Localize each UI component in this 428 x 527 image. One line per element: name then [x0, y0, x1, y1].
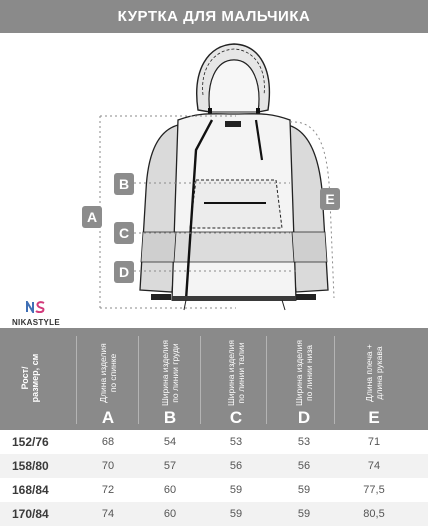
marker-d: D: [119, 264, 129, 280]
sleeve-stripe-left: [140, 231, 177, 263]
column-divider: [200, 336, 201, 424]
marker-a-box: [82, 206, 102, 228]
table-row: 168/84 72 60 59 59 77,5: [0, 478, 428, 502]
value-a: 74: [101, 508, 115, 520]
value-c: 53: [229, 436, 243, 448]
logo-mark-icon: [26, 298, 45, 316]
left-cuff: [151, 294, 171, 300]
value-d: 59: [297, 484, 311, 496]
size-column-header: Рост/ размер, см: [20, 353, 40, 403]
column-header-d-letter: D: [297, 408, 311, 427]
side-zipper: [254, 119, 264, 161]
chest-tag: [225, 121, 241, 127]
value-d: 56: [297, 460, 311, 472]
column-header-c-label: Ширина изделия по линии талии: [226, 340, 246, 406]
marker-e-box: [320, 188, 340, 210]
column-header-a-letter: A: [101, 408, 115, 427]
marker-e: E: [325, 191, 334, 207]
value-b: 60: [163, 484, 177, 496]
drawcord-right: [281, 299, 286, 311]
column-header-e-letter: E: [368, 408, 380, 427]
logo-text: NIKASTYLE: [11, 318, 61, 327]
value-a: 72: [101, 484, 115, 496]
value-d: 59: [297, 508, 311, 520]
table-row: 152/76 68 54 53 53 71: [0, 430, 428, 454]
value-b: 54: [163, 436, 177, 448]
hood-seam: [202, 48, 265, 96]
column-divider: [76, 336, 77, 424]
row-size: 168/84: [12, 483, 49, 497]
brand-logo: NIKASTYLE: [6, 298, 66, 327]
value-a: 68: [101, 436, 115, 448]
value-e: 74: [367, 460, 381, 472]
hem-band: [172, 296, 296, 301]
right-cuff: [296, 294, 316, 300]
value-d: 53: [297, 436, 311, 448]
drawcord-left: [183, 299, 187, 311]
marker-c: C: [119, 225, 129, 241]
marker-b-box: [114, 173, 134, 195]
sleeve-stripe-right: [291, 231, 328, 263]
column-header-d-label: Ширина изделия по линии низа: [294, 340, 314, 406]
value-a: 70: [101, 460, 115, 472]
value-c: 59: [229, 508, 243, 520]
row-size: 152/76: [12, 435, 49, 449]
column-header-a-label: Длина изделия по спинке: [98, 343, 118, 403]
column-header-b-letter: B: [163, 408, 177, 427]
row-size: 170/84: [12, 507, 49, 521]
hood-inner: [208, 59, 260, 113]
marker-a: A: [87, 209, 97, 225]
marker-b: B: [119, 176, 129, 192]
row-size: 158/80: [12, 459, 49, 473]
column-header-e-label: Длина плеча + длина рукава: [364, 344, 384, 402]
table-row: 158/80 70 57 56 56 74: [0, 454, 428, 478]
column-header-c-letter: C: [229, 408, 243, 427]
value-e: 77,5: [363, 484, 385, 496]
column-divider: [334, 336, 335, 424]
main-zipper: [184, 119, 214, 301]
value-c: 56: [229, 460, 243, 472]
value-c: 59: [229, 484, 243, 496]
column-divider: [138, 336, 139, 424]
table-row: 170/84 74 60 59 59 80,5: [0, 502, 428, 526]
column-header-b-label: Ширина изделия по линии груди: [160, 340, 180, 406]
marker-d-box: [114, 261, 134, 283]
value-e: 80,5: [363, 508, 385, 520]
size-table-header: Рост/ размер, см Длина изделия по спинке…: [0, 328, 428, 430]
value-b: 57: [163, 460, 177, 472]
column-divider: [266, 336, 267, 424]
page-title: КУРТКА ДЛЯ МАЛЬЧИКА: [0, 0, 428, 33]
size-table: Рост/ размер, см Длина изделия по спинке…: [0, 328, 428, 527]
value-e: 71: [367, 436, 381, 448]
value-b: 60: [163, 508, 177, 520]
marker-c-box: [114, 222, 134, 244]
jacket-diagram: A B C D E: [82, 43, 340, 311]
